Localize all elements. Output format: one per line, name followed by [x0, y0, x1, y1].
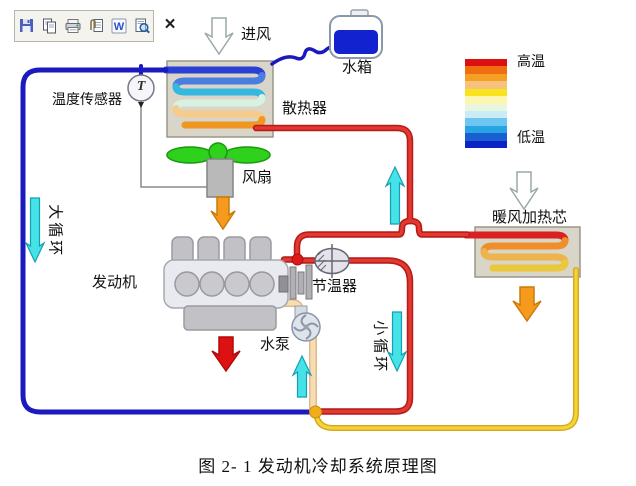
engine-heat-arrow	[211, 336, 241, 373]
heater-core-coil	[462, 231, 569, 272]
legend-stripe	[465, 103, 507, 111]
temperature-legend	[465, 59, 507, 149]
find-replace-icon[interactable]	[132, 16, 151, 36]
temperature-sensor-label: 温度传感器	[52, 93, 122, 108]
thermostat	[314, 244, 350, 278]
water-pump	[291, 305, 321, 342]
close-icon[interactable]: ×	[164, 14, 176, 35]
water-pump-label: 水泵	[260, 337, 291, 353]
copy-icon[interactable]	[40, 16, 59, 36]
legend-stripe	[465, 96, 507, 104]
sensor-wire	[140, 100, 208, 188]
engine-outlet-dot	[291, 253, 304, 266]
legend-stripe	[465, 125, 507, 134]
heater-out-arrow	[512, 286, 542, 323]
legend-stripe	[465, 133, 507, 141]
flow-arrows	[24, 17, 542, 398]
fan-air-arrow	[210, 196, 236, 231]
water-tank-label: 水箱	[342, 60, 373, 76]
legend-stripe	[465, 66, 507, 74]
legend-stripe	[465, 73, 507, 82]
engine	[163, 236, 289, 331]
small-loop-arrow	[386, 311, 408, 373]
temperature-sensor	[127, 74, 155, 108]
legend-stripe	[465, 88, 507, 97]
legend-stripe	[465, 59, 507, 67]
fan	[166, 142, 271, 198]
fan-label: 风扇	[242, 170, 273, 186]
legend-high-label: 高温	[517, 55, 545, 70]
print-icon[interactable]	[63, 16, 82, 36]
heater-core-label: 暖风加热芯	[492, 210, 568, 226]
sensor-pointer	[138, 102, 144, 108]
air-intake-label: 进风	[241, 27, 272, 43]
figure-caption: 图 2- 1 发动机冷却系统原理图	[198, 457, 438, 476]
legend-low-label: 低温	[517, 131, 545, 146]
svg-text:W: W	[113, 21, 124, 33]
legend-stripe	[465, 118, 507, 126]
water-tank	[329, 9, 383, 59]
legend-stripe	[465, 110, 507, 119]
radiator-coil	[162, 66, 266, 129]
legend-stripe	[465, 81, 507, 89]
to-radiator-arrow	[384, 165, 406, 225]
heater-air-arrow	[509, 171, 539, 211]
pulley	[278, 264, 313, 300]
thermostat-label: 节温器	[312, 279, 358, 295]
pump-junction-dot	[309, 405, 322, 419]
legend-stripe	[465, 140, 507, 149]
fan-motor	[206, 158, 234, 198]
save-icon[interactable]	[17, 16, 36, 36]
tank-hose	[270, 42, 337, 66]
oil-pan	[183, 305, 277, 331]
sensor-symbol: T	[136, 79, 146, 94]
radiator-label: 散热器	[282, 101, 328, 117]
engine-label: 发动机	[92, 275, 138, 291]
air-intake-arrow	[204, 17, 234, 56]
word-icon[interactable]: W	[109, 16, 128, 36]
big-loop-arrow	[24, 197, 46, 264]
small-loop-label: 小循环	[371, 320, 388, 375]
attach-icon[interactable]	[86, 16, 105, 36]
to-pump-arrow	[291, 354, 313, 398]
big-loop-label: 大循环	[46, 204, 63, 259]
toolbar: W	[14, 10, 154, 42]
